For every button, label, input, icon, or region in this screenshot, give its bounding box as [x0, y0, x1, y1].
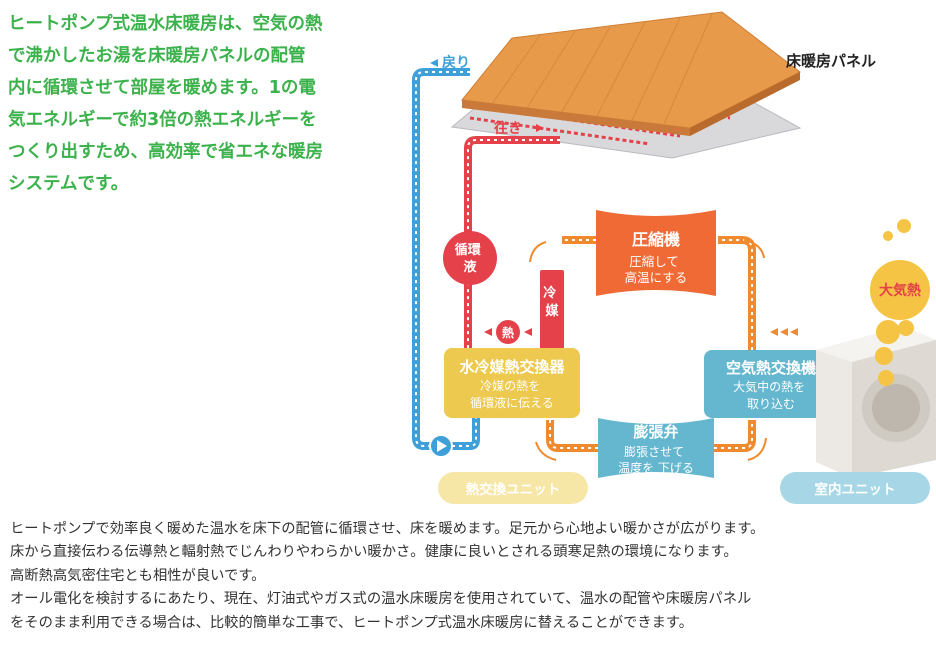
compressor-desc-line: 圧縮して: [629, 254, 679, 269]
compressor-box: [596, 210, 716, 296]
water-hx-desc-line: 循環液に伝える: [470, 395, 554, 410]
inflow-arrows-icon: [770, 328, 798, 336]
refrigerant-loop: [546, 236, 756, 452]
panel-label: 床暖房パネル: [786, 52, 876, 70]
flow-arrows: [529, 239, 767, 461]
outgoing-pipe: [464, 136, 560, 398]
return-pipe: [412, 68, 480, 450]
arrow-left-icon: [484, 328, 492, 336]
intro-line: ヒートポンプ式温水床暖房は、空気の熱: [8, 14, 323, 34]
indoor-unit-label: 室内ユニット: [815, 481, 896, 498]
compressor-desc-line: 高温にする: [625, 270, 688, 285]
refrigerant-line: 冷: [543, 285, 556, 301]
svg-text:循環 液: 循環 液: [455, 242, 486, 275]
arrow-left-icon: [430, 59, 438, 67]
refrigerant-bar: [540, 270, 564, 350]
expansion-valve-box: [598, 418, 714, 478]
atmospheric-heat-label: 大気熱: [879, 282, 921, 299]
body-line: をそのまま利用できる場合は、比較的簡単な工事で、ヒートポンプ式温水床暖房に替える…: [10, 614, 694, 631]
intro-paragraph: ヒートポンプ式温水床暖房は、空気の熱 で沸かしたお湯を床暖房パネルの配管 内に循…: [8, 8, 388, 200]
outgoing-label: 往き: [494, 120, 522, 137]
intro-line: システムです。: [8, 174, 129, 194]
intro-line: で沸かしたお湯を床暖房パネルの配管: [8, 46, 306, 66]
water-heat-exchanger-box: [444, 348, 580, 418]
air-hx-title: 空気熱交換機: [726, 359, 816, 377]
heat-exchange-unit-pill: [438, 472, 588, 504]
air-hx-desc-line: 大気中の熱を: [733, 379, 805, 394]
body-line: オール電化を検討するにあたり、現在、灯油式やガス式の温水床暖房を使用されていて、…: [10, 591, 752, 608]
atmospheric-heat-bubbles: [870, 219, 930, 386]
expansion-valve-desc-line: 温度を 下げる: [618, 460, 694, 475]
intro-line: 気エネルギーで約3倍の熱エネルギーを: [8, 110, 317, 130]
intro-line: つくり出すため、高効率で省エネな暖房: [8, 142, 323, 162]
compressor-title: 圧縮機: [632, 230, 680, 249]
circulation-liquid-badge: [443, 231, 497, 285]
svg-text:冷媒の熱を 循環液に伝える: 冷媒の熱を 循環液に伝える: [470, 379, 554, 410]
floor-heating-panel: [450, 11, 802, 159]
expansion-valve-desc-line: 膨張させて: [624, 445, 684, 459]
circulation-liquid-line: 液: [463, 259, 476, 275]
air-heat-exchanger-box: [704, 350, 838, 418]
body-line: 床から直接伝わる伝導熱と輻射熱でじんわりやわらかい暖かさ。健康に良いとされる頭寒…: [10, 544, 738, 561]
outdoor-unit-icon: [816, 326, 936, 478]
air-hx-desc-line: 取り込む: [747, 397, 795, 411]
circulation-liquid-line: 循環: [455, 242, 482, 258]
svg-text:膨張させて 温度を 下げる: 膨張させて 温度を 下げる: [618, 445, 694, 475]
heat-pump-diagram: 床暖房パネル 戻り 往き 循環 液 冷: [412, 11, 936, 504]
water-hx-title: 水冷媒熱交換器: [459, 358, 565, 376]
body-line: ヒートポンプで効率良く暖めた温水を床下の配管に循環させ、床を暖めます。足元から心…: [10, 521, 765, 537]
intro-line: 内に循環させて部屋を暖めます。1の電: [8, 78, 316, 98]
svg-text:大気中の熱を 取り込む: 大気中の熱を 取り込む: [733, 379, 809, 411]
heat-badge: [496, 320, 520, 344]
expansion-valve-title: 膨張弁: [633, 423, 678, 441]
body-paragraph: ヒートポンプで効率良く暖めた温水を床下の配管に循環させ、床を暖めます。足元から心…: [10, 518, 930, 635]
arrow-right-icon: [536, 124, 544, 132]
arrow-left-icon: [524, 328, 532, 336]
refrigerant-line: 媒: [545, 303, 559, 319]
heat-exchange-unit-label: 熱交換ユニット: [466, 481, 561, 498]
body-line: 高断熱高気密住宅とも相性が良いです。: [10, 567, 266, 584]
svg-text:圧縮して 高温にする: 圧縮して 高温にする: [625, 254, 688, 285]
svg-text:冷 媒: 冷 媒: [543, 285, 561, 319]
return-label: 戻り: [441, 54, 470, 71]
indoor-unit-pill: [780, 472, 930, 504]
heat-label: 熱: [502, 325, 514, 340]
water-hx-desc-line: 冷媒の熱を: [480, 379, 540, 393]
